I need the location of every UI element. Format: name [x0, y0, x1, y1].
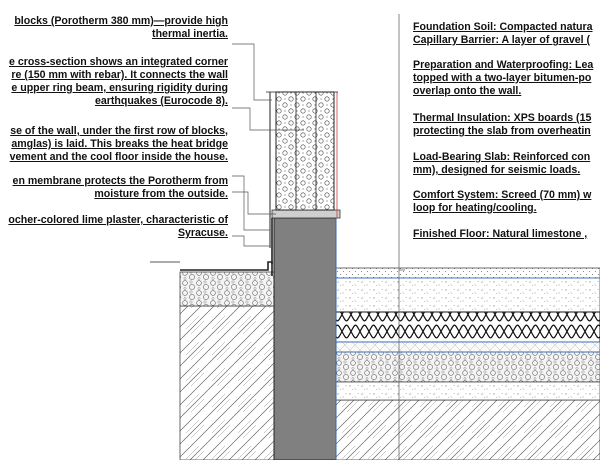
note-waterproofing-line: Preparation and Waterproofing: Lea — [413, 59, 594, 71]
note-waterproofing: Preparation and Waterproofing: Lea toppe… — [413, 59, 593, 98]
note-soil-line: Foundation Soil: Compacted natura — [413, 21, 593, 33]
note-membrane-line: en membrane protects the Porotherm from — [12, 175, 228, 187]
note-insulation-line: Thermal Insulation: XPS boards (15 — [413, 112, 592, 124]
base-layer — [335, 381, 600, 401]
foundation-wall — [273, 217, 337, 460]
note-ring-beam-line: e upper ring beam, ensuring rigidity dur… — [11, 82, 228, 94]
note-thermal-break-line: se of the wall, under the first row of b… — [10, 125, 228, 137]
finish-floor-layer — [335, 267, 600, 279]
note-blocks: blocks (Porotherm 380 mm)—provide high t… — [14, 15, 228, 41]
note-plaster: ocher-colored lime plaster, characterist… — [8, 214, 228, 240]
screed-layer — [335, 277, 600, 313]
note-waterproofing-line: topped with a two-layer bitumen-po — [413, 72, 592, 84]
note-insulation-line: protecting the slab from overheatin — [413, 125, 591, 137]
ring-beam-core — [295, 91, 317, 211]
note-floor-line: Finished Floor: Natural limestone , — [413, 228, 588, 240]
note-comfort: Comfort System: Screed (70 mm) w loop fo… — [413, 189, 591, 215]
note-floor: Finished Floor: Natural limestone , — [413, 228, 587, 241]
earth-bottom — [335, 399, 600, 460]
gravel-right — [335, 351, 600, 383]
note-membrane: en membrane protects the Porotherm from … — [13, 175, 228, 201]
note-blocks-line: blocks (Porotherm 380 mm)—provide high — [14, 15, 228, 27]
note-slab-line: Load-Bearing Slab: Reinforced con — [413, 151, 591, 163]
note-slab: Load-Bearing Slab: Reinforced con mm), d… — [413, 151, 590, 177]
note-thermal-break-line: amglas) is laid. This breaks the heat br… — [11, 138, 228, 150]
note-ring-beam-line: earthquakes (Eurocode 8). — [94, 95, 228, 107]
slab-layer — [335, 341, 600, 353]
note-thermal-break: se of the wall, under the first row of b… — [10, 125, 228, 164]
note-soil-line: Capillary Barrier: A layer of gravel ( — [413, 34, 591, 46]
thermal-break-strip — [271, 209, 341, 219]
left-leaders — [232, 43, 304, 247]
right-leaders — [398, 14, 405, 460]
earth-left — [179, 305, 275, 460]
note-soil: Foundation Soil: Compacted natura Capill… — [413, 21, 593, 47]
note-ring-beam: e cross-section shows an integrated corn… — [9, 56, 228, 108]
insulation-xps-layer — [335, 311, 600, 343]
note-thermal-break-line: vement and the cool floor inside the hou… — [9, 151, 228, 163]
note-plaster-line: Syracuse. — [177, 227, 228, 239]
note-comfort-line: Comfort System: Screed (70 mm) w — [413, 189, 592, 201]
note-ring-beam-line: e cross-section shows an integrated corn… — [8, 56, 228, 68]
note-blocks-line: thermal inertia. — [152, 28, 228, 40]
note-comfort-line: loop for heating/cooling. — [413, 202, 537, 214]
note-plaster-line: ocher-colored lime plaster, characterist… — [8, 214, 228, 226]
membrane-left — [180, 261, 273, 276]
note-membrane-line: moisture from the outside. — [94, 188, 228, 200]
note-insulation: Thermal Insulation: XPS boards (15 prote… — [413, 112, 591, 138]
note-waterproofing-line: overlap onto the wall. — [413, 85, 522, 97]
gravel-left — [179, 271, 275, 307]
note-slab-line: mm), designed for seismic loads. — [413, 164, 581, 176]
note-ring-beam-line: re (150 mm with rebar). It connects the … — [11, 69, 228, 81]
